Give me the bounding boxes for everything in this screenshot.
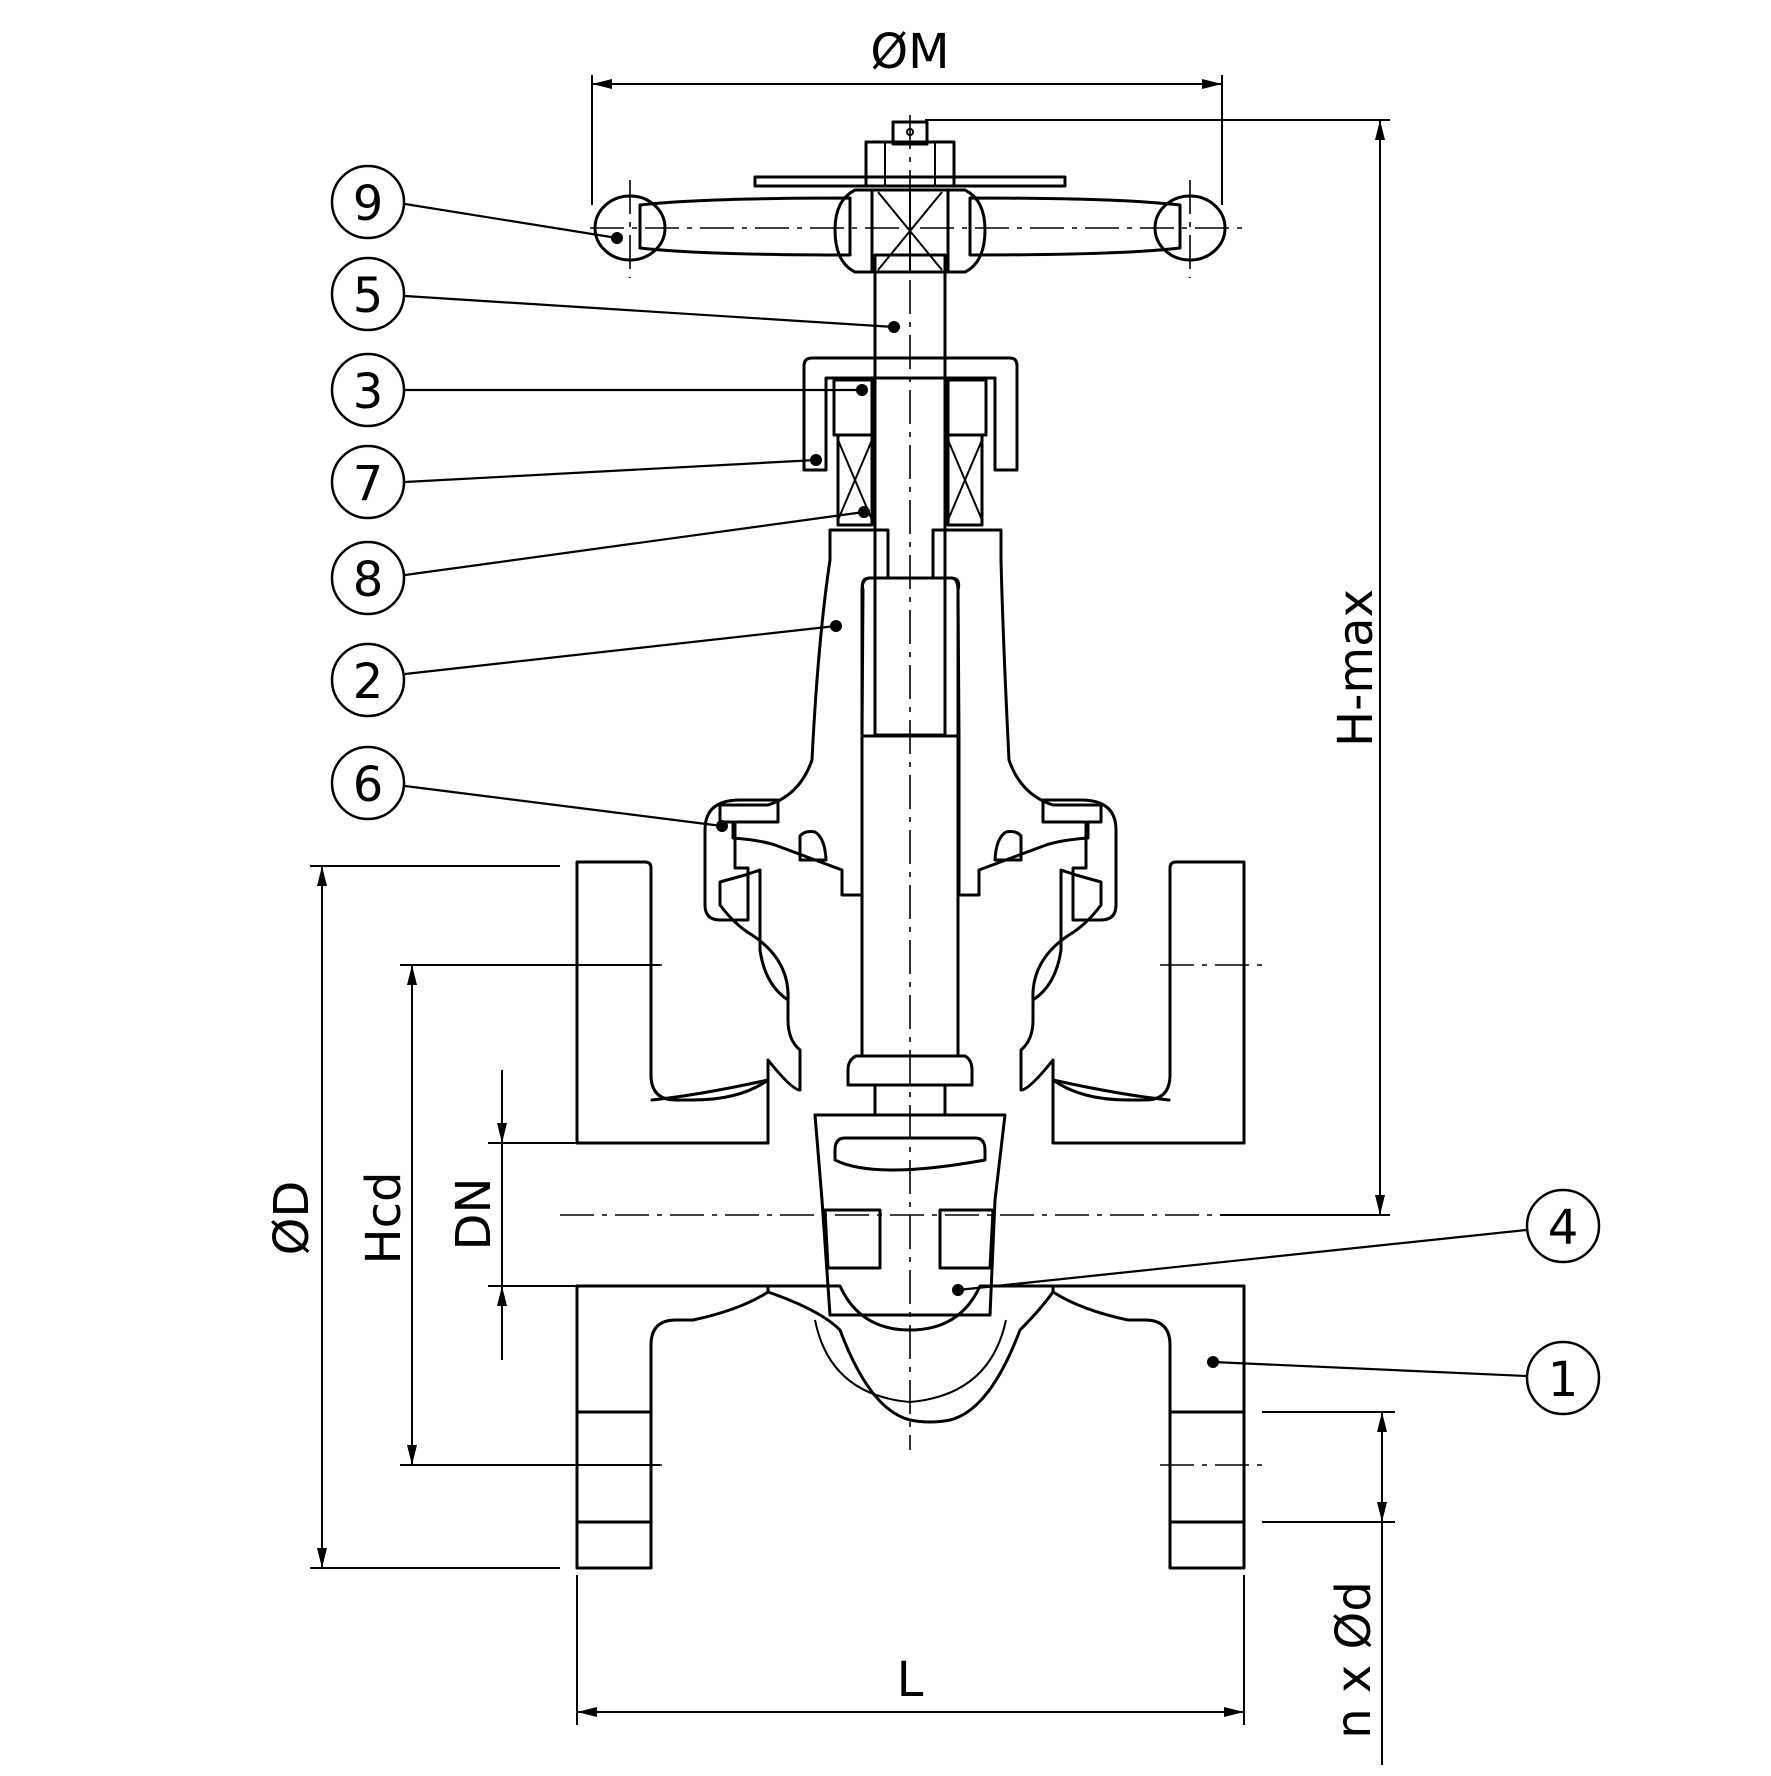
packing-nut	[802, 356, 1019, 472]
handwheel-spoke-left	[638, 196, 852, 257]
left-flange-bolt-hole	[575, 1410, 653, 1524]
packing-area	[802, 356, 1019, 527]
right-flange-lower	[1051, 1284, 1246, 1414]
gland-right	[946, 378, 988, 437]
body-left-wall	[650, 868, 802, 1102]
callout-label-7: 7	[353, 456, 384, 512]
bonnet-nut-right	[1041, 798, 1118, 922]
dimension-lines	[310, 75, 1395, 1765]
left-flange-upper	[575, 860, 770, 1145]
callout-circle-6	[330, 745, 406, 821]
bonnet-bead-left	[798, 830, 828, 862]
callout-circle-8	[330, 540, 406, 616]
dim-label-l: L	[897, 1652, 924, 1708]
dim-label-m: ØM	[870, 24, 949, 80]
wedge-window-left	[823, 1208, 882, 1270]
callout-label-6: 6	[353, 757, 384, 813]
callout-circle-1	[1525, 1340, 1601, 1416]
packing-right-x	[947, 439, 983, 521]
wedge-slot	[833, 1136, 987, 1172]
handwheel-spoke-right	[968, 196, 1182, 257]
wedge-body	[813, 1113, 1007, 1317]
callout-circle-7	[330, 444, 406, 520]
callout-label-1: 1	[1548, 1352, 1579, 1408]
callout-label-9: 9	[353, 176, 384, 232]
dim-label-d: ØD	[264, 1181, 320, 1256]
callout-label-4: 4	[1548, 1200, 1579, 1256]
callout-label-2: 2	[353, 654, 384, 710]
left-flange-lower	[575, 1284, 770, 1414]
wedge	[813, 1113, 1007, 1317]
callout-circle-4	[1525, 1188, 1601, 1264]
dim-label-hmax: H-max	[1328, 589, 1384, 747]
handwheel-hub	[833, 188, 987, 274]
callout-circle-9	[330, 164, 406, 240]
callout-circle-5	[330, 256, 406, 332]
right-flange-upper	[1051, 860, 1246, 1145]
callout-label-8: 8	[353, 552, 384, 608]
dim-label-nd: n x Ød	[1326, 1581, 1382, 1739]
callout-label-5: 5	[353, 268, 384, 324]
packing-left	[836, 433, 874, 527]
right-flange-bolt-hole	[1168, 1410, 1246, 1524]
right-flange-foot	[1168, 1520, 1246, 1570]
dim-label-hcd: Hcd	[356, 1172, 412, 1265]
left-flange-foot	[575, 1520, 653, 1570]
dimension-labels: ØM H-max ØD Hcd DN L n x Ød	[264, 24, 1384, 1739]
bonnet-nut-left	[703, 798, 780, 922]
body-right-wall	[1019, 868, 1171, 1102]
center-lines	[560, 115, 1262, 1466]
callout-label-3: 3	[353, 364, 384, 420]
stem-collar	[846, 1054, 974, 1087]
dim-label-dn: DN	[446, 1178, 502, 1251]
callouts: 9 5 3 7 8 2 6 4 1	[330, 164, 1601, 1416]
callout-circle-3	[330, 352, 406, 428]
packing-right	[946, 433, 984, 527]
callout-circle-2	[330, 642, 406, 718]
bonnet-bead-right	[993, 830, 1023, 862]
wedge-window-right	[938, 1208, 995, 1270]
bonnet-nut	[703, 798, 1118, 922]
